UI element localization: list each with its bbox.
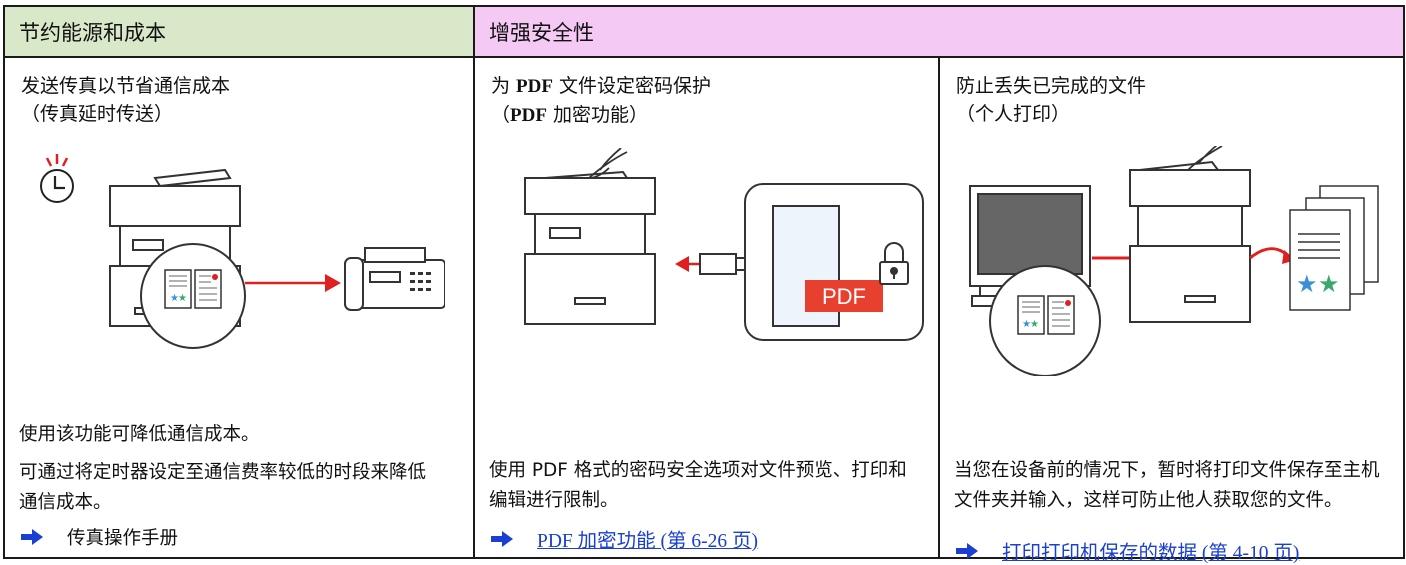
description-paragraph: 可通过将定时器设定至通信费率较低的时段来降低通信成本。	[19, 462, 427, 513]
description-paragraph: 使用该功能可降低通信成本。	[19, 424, 260, 445]
svg-text:★: ★	[1296, 270, 1318, 298]
header-security: 增强安全性	[473, 5, 1405, 58]
title-line-1: 发送传真以节省通信成本	[21, 75, 231, 97]
description-paragraph: 当您在设备前的情况下，暂时将打印文件保存至主机文件夹并输入，这样可防止他人获取您…	[954, 460, 1380, 511]
clock-icon	[40, 154, 74, 203]
title-line-2: （PDF 加密功能）	[491, 104, 648, 126]
encrypted-document-icon: PDF	[744, 183, 924, 341]
column-pdf-encryption: 为 PDF 文件设定密码保护 （PDF 加密功能）	[473, 56, 940, 559]
svg-text:★: ★	[178, 293, 187, 304]
send-arrow-icon	[675, 256, 700, 272]
title-line-2: （传真延时传送）	[21, 103, 174, 125]
column-fax-delay: 发送传真以节省通信成本 （传真延时传送）	[3, 56, 475, 559]
fax-machine-icon	[344, 247, 445, 311]
document-zoom-icon: ★★	[989, 265, 1101, 376]
column-title: 为 PDF 文件设定密码保护 （PDF 加密功能）	[491, 72, 711, 130]
column-description: 使用 PDF 格式的密码安全选项对文件预览、打印和编辑进行限制。	[489, 456, 914, 524]
title-line-1: 为 PDF 文件设定密码保护	[491, 75, 712, 97]
hand-icon	[1187, 146, 1223, 171]
svg-text:★: ★	[1022, 319, 1031, 330]
description-paragraph: 使用 PDF 格式的密码安全选项对文件预览、打印和编辑进行限制。	[489, 460, 907, 511]
private-print-link[interactable]: 打印打印机保存的数据 (第 4-10 页)	[1002, 543, 1300, 564]
printer-icon	[1129, 160, 1251, 323]
hand-icon	[588, 148, 628, 179]
output-arrow-icon	[1249, 247, 1290, 260]
printer-icon	[524, 170, 656, 325]
pdf-badge-label: PDF	[822, 284, 866, 309]
pdf-encryption-illustration: PDF	[524, 148, 924, 341]
column-description: 使用该功能可降低通信成本。 可通过将定时器设定至通信费率较低的时段来降低通信成本…	[19, 420, 439, 526]
pdf-encryption-link-row[interactable]: PDF 加密功能 (第 6-26 页)	[491, 524, 758, 553]
column-title: 防止丢失已完成的文件 （个人打印）	[956, 72, 1146, 128]
header-save-energy: 节约能源和成本	[3, 5, 475, 58]
title-line-2: （个人打印）	[956, 103, 1071, 125]
arrow-right-icon	[956, 542, 978, 559]
svg-text:★: ★	[1318, 270, 1340, 298]
column-description: 当您在设备前的情况下，暂时将打印文件保存至主机文件夹并输入，这样可防止他人获取您…	[954, 456, 1384, 524]
fax-delay-illustration: ★★	[40, 154, 445, 349]
svg-text:★: ★	[170, 293, 179, 304]
column-title: 发送传真以节省通信成本 （传真延时传送）	[21, 72, 230, 128]
fax-manual-reference: 传真操作手册	[21, 524, 178, 550]
arrow-right-icon	[21, 529, 43, 545]
arrow-right-icon	[491, 530, 513, 547]
printed-pages-icon: ★ ★	[1289, 185, 1379, 311]
private-print-link-row[interactable]: 打印打印机保存的数据 (第 4-10 页)	[956, 536, 1299, 565]
lock-icon	[879, 242, 909, 285]
column-private-print: 防止丢失已完成的文件 （个人打印）	[938, 56, 1405, 564]
feature-table: 节约能源和成本 增强安全性 发送传真以节省通信成本 （传真延时传送）	[3, 5, 1405, 564]
header-security-label: 增强安全性	[489, 20, 594, 45]
pdf-encryption-link[interactable]: PDF 加密功能 (第 6-26 页)	[537, 531, 759, 552]
header-save-energy-label: 节约能源和成本	[19, 20, 166, 45]
fax-manual-label: 传真操作手册	[67, 528, 179, 549]
document-zoom-icon: ★★	[140, 243, 246, 349]
svg-text:★: ★	[1030, 319, 1039, 330]
title-line-1: 防止丢失已完成的文件	[956, 75, 1147, 97]
private-print-illustration: ★ ★ ★★	[969, 146, 1379, 376]
send-arrow-icon	[245, 274, 341, 292]
